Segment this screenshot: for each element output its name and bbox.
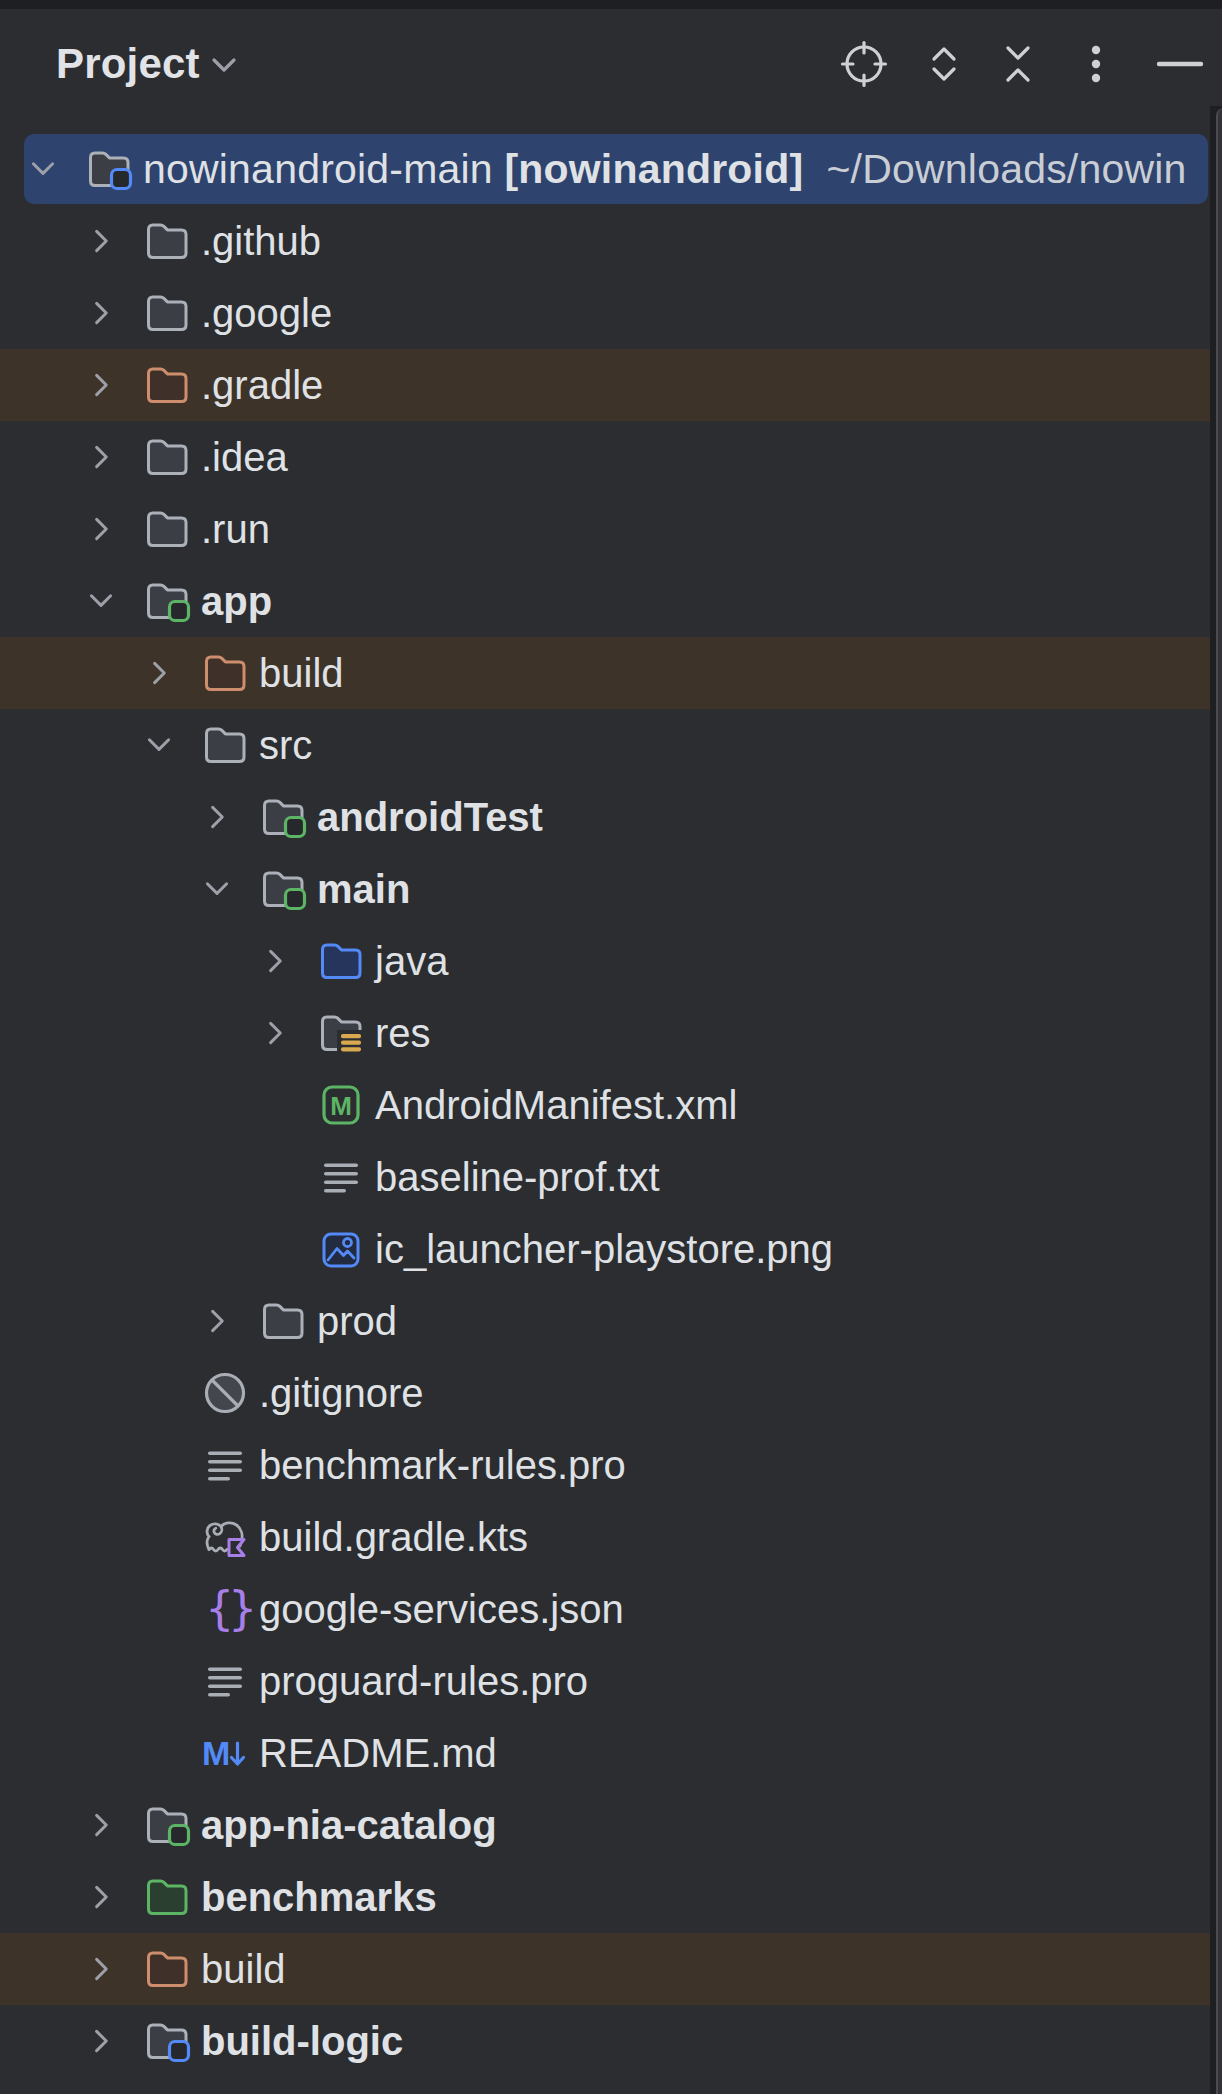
module-folder-blue-icon [85,145,133,193]
tree-row-androidTest[interactable]: androidTest [0,781,1210,853]
tree-row-label: build [259,651,344,696]
tree-row-label: AndroidManifest.xml [375,1083,737,1128]
tree-row-google-services.json[interactable]: {}google-services.json [0,1573,1210,1645]
tree-row-.gradle[interactable]: .gradle [0,349,1210,421]
folder-icon [143,433,191,481]
folder-icon [143,217,191,265]
chevron-collapsed-icon[interactable] [80,2017,122,2065]
chevron-expanded-icon[interactable] [196,865,238,913]
tree-row-.gitignore[interactable]: .gitignore [0,1357,1210,1429]
chevron-collapsed-icon[interactable] [196,793,238,841]
tree-row-label: app-nia-catalog [201,1803,497,1848]
image-file-icon [317,1225,365,1273]
folder-icon [259,1297,307,1345]
folder-icon [143,505,191,553]
chevron-spacer [138,1513,180,1561]
android-manifest-icon: M [317,1081,365,1129]
chevron-collapsed-icon[interactable] [196,1297,238,1345]
markdown-file-icon: M [201,1729,249,1777]
tree-row-benchmark-rules.pro[interactable]: benchmark-rules.pro [0,1429,1210,1501]
chevron-collapsed-icon[interactable] [80,1873,122,1921]
adjacent-panel-edge [1216,108,1222,2094]
tree-row-build[interactable]: build [0,637,1210,709]
tree-row-label: .idea [201,435,288,480]
chevron-expanded-icon[interactable] [138,721,180,769]
resources-folder-icon [317,1009,365,1057]
project-root-module: [nowinandroid] [504,146,803,192]
text-file-icon [201,1657,249,1705]
chevron-spacer [138,1369,180,1417]
tree-row-baseline-prof.txt[interactable]: baseline-prof.txt [0,1141,1210,1213]
chevron-collapsed-icon[interactable] [254,937,296,985]
tree-row-AndroidManifest.xml[interactable]: MAndroidManifest.xml [0,1069,1210,1141]
chevron-collapsed-icon[interactable] [80,433,122,481]
tree-row-README.md[interactable]: M README.md [0,1717,1210,1789]
chevron-spacer [254,1153,296,1201]
module-folder-icon [143,577,191,625]
tree-row-label: baseline-prof.txt [375,1155,660,1200]
tree-row-label: .gradle [201,363,323,408]
chevron-collapsed-icon[interactable] [80,361,122,409]
tree-row-label: benchmarks [201,1875,437,1920]
chevron-spacer [254,1225,296,1273]
module-folder-blue-icon [143,2017,191,2065]
chevron-spacer [138,1729,180,1777]
tree-row-label: .github [201,219,321,264]
tree-row-build.gradle.kts[interactable]: build.gradle.kts [0,1501,1210,1573]
gradle-kts-icon [201,1513,249,1561]
tree-row-label: ic_launcher-playstore.png [375,1227,833,1272]
tree-row-label: build.gradle.kts [259,1515,528,1560]
tree-row-app[interactable]: app [0,565,1210,637]
project-root-path: ~/Downloads/nowin [826,146,1186,192]
folder-icon [201,721,249,769]
chevron-collapsed-icon[interactable] [138,649,180,697]
chevron-expanded-icon[interactable] [22,145,64,193]
tree-row-main[interactable]: main [0,853,1210,925]
tree-row-src[interactable]: src [0,709,1210,781]
tree-row-.idea[interactable]: .idea [0,421,1210,493]
sources-folder-icon [143,1873,191,1921]
tree-row-prod[interactable]: prod [0,1285,1210,1357]
chevron-collapsed-icon[interactable] [80,217,122,265]
chevron-collapsed-icon[interactable] [80,1945,122,1993]
module-folder-icon [143,1801,191,1849]
chevron-collapsed-icon[interactable] [80,1801,122,1849]
chevron-collapsed-icon[interactable] [80,289,122,337]
text-file-icon [201,1441,249,1489]
tree-row-label: prod [317,1299,397,1344]
tree-row-label: README.md [259,1731,497,1776]
tree-row-java[interactable]: java [0,925,1210,997]
tree-row-build[interactable]: build [0,1933,1210,2005]
tree-row-label: main [317,867,410,912]
ignored-file-icon [201,1369,249,1417]
tree-row-.run[interactable]: .run [0,493,1210,565]
project-root-name: nowinandroid-main [143,146,493,192]
svg-text:}: } [228,1581,257,1635]
excluded-folder-icon [143,1945,191,1993]
svg-text:M: M [202,1734,230,1772]
tree-row-nowinandroid-main[interactable]: nowinandroid-main [nowinandroid] ~/Downl… [0,133,1210,205]
chevron-expanded-icon[interactable] [80,577,122,625]
tree-row-proguard-rules.pro[interactable]: proguard-rules.pro [0,1645,1210,1717]
tree-row-app-nia-catalog[interactable]: app-nia-catalog [0,1789,1210,1861]
tree-row-.github[interactable]: .github [0,205,1210,277]
tree-row-benchmarks[interactable]: benchmarks [0,1861,1210,1933]
chevron-spacer [254,1081,296,1129]
tree-row-label: build-logic [201,2019,403,2064]
tree-row-res[interactable]: res [0,997,1210,1069]
tree-row-build-logic[interactable]: build-logic [0,2005,1210,2077]
tree-row-label: google-services.json [259,1587,624,1632]
excluded-folder-icon [143,361,191,409]
tree-row-label: src [259,723,312,768]
chevron-collapsed-icon[interactable] [80,505,122,553]
tree-row-label: .gitignore [259,1371,424,1416]
tree-row-label: .run [201,507,270,552]
chevron-spacer [138,1441,180,1489]
chevron-collapsed-icon[interactable] [254,1009,296,1057]
tree-row-ic_launcher-playstore.png[interactable]: ic_launcher-playstore.png [0,1213,1210,1285]
tree-row-.google[interactable]: .google [0,277,1210,349]
tree-row-label: androidTest [317,795,543,840]
excluded-folder-icon [201,649,249,697]
tree-row-label: java [375,939,448,984]
